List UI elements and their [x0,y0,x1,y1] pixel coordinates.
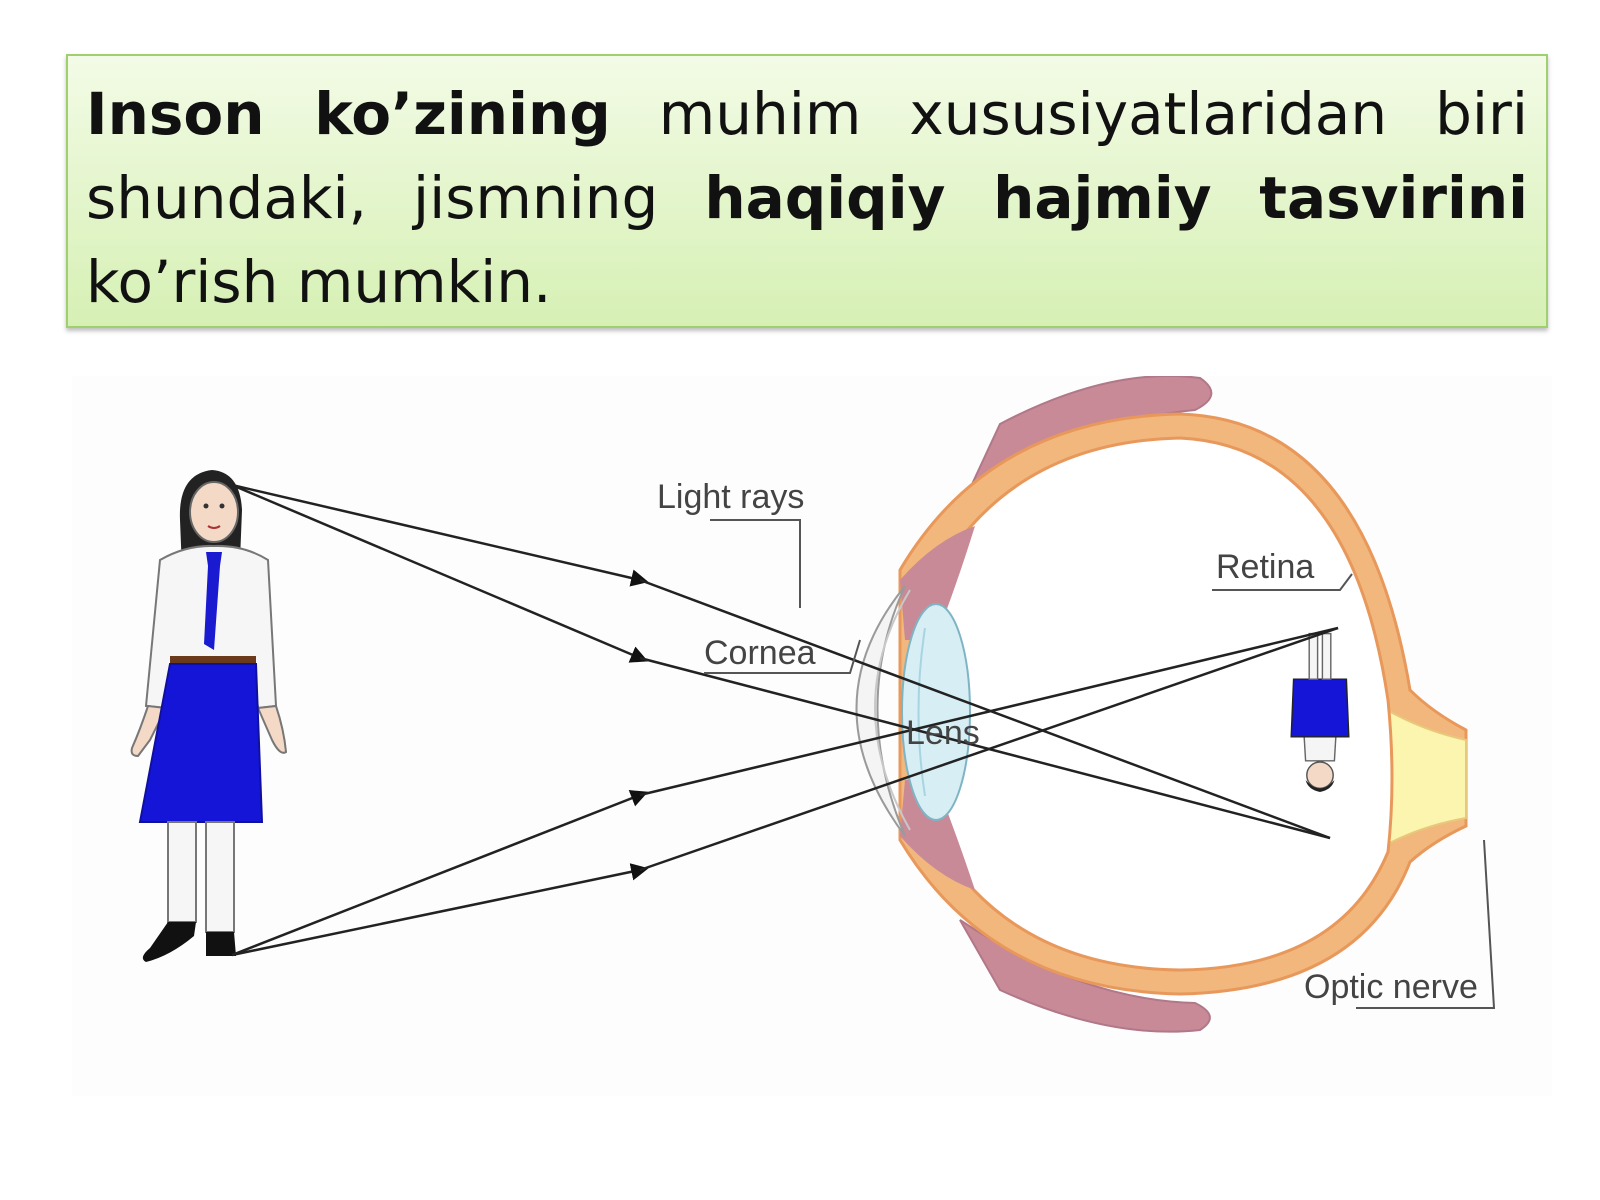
light-rays [231,483,1339,957]
girl-tie [204,552,222,650]
eye-diagram: Light rays Cornea Lens Retina Optic nerv… [72,376,1552,1096]
diagram-labels: Light rays Cornea Lens Retina Optic nerv… [657,478,1496,1009]
label-light-rays: Light rays [657,478,804,516]
cornea-shape [855,585,906,837]
girl-left-leg [167,821,197,923]
ray-top-lower-seg1 [231,483,649,663]
label-optic-nerve: Optic nerve [1304,968,1478,1006]
girl-left-shoe [142,922,196,962]
ray-top-lower-seg2 [639,656,1331,840]
cornea-inner-line [874,589,911,831]
vitreous-body [923,436,1394,972]
leader-optic-nerve [1356,839,1496,1009]
headline-text: Inson ko’zining muhim xususiyatlaridan b… [86,72,1528,324]
headline-box: Inson ko’zining muhim xususiyatlaridan b… [66,54,1548,328]
lens-highlight [917,627,926,797]
headline-bold-2: haqiqiy hajmiy tasvirini [704,164,1528,232]
leader-retina [1212,573,1353,591]
girl-left-arm [130,704,168,758]
label-retina: Retina [1216,548,1314,586]
eyeball [855,376,1468,1033]
ray-top-upper-seg1 [231,483,649,587]
leader-cornea [704,639,861,674]
girl-right-leg [205,821,235,933]
ray-bottom-lower-seg1 [231,863,649,957]
iris-lower [900,780,975,890]
inverted-image [1290,632,1350,792]
girl-right-shoe [206,932,236,956]
lens-shape [901,603,971,821]
headline-seg-4: ko’rish mumkin. [86,248,552,316]
eye-diagram-svg: Light rays Cornea Lens Retina Optic nerv… [130,376,1496,1033]
ray-top-upper-seg2 [639,578,1331,840]
headline-seg-2: muhim xususiyatlaridan biri shundaki, ji… [86,80,1528,232]
girl-face [189,481,239,543]
girl-figure [130,470,288,962]
girl-right-arm [256,704,288,754]
headline-bold-1: Inson ko’zining [86,80,611,148]
leader-light-rays [710,519,801,608]
ray-bottom-lower-seg2 [639,626,1339,872]
label-lens: Lens [906,714,980,752]
ray-bottom-upper-seg1 [231,790,649,957]
label-cornea: Cornea [704,634,816,672]
girl-belt [170,656,256,664]
iris-upper [900,526,975,640]
girl-skirt [138,663,264,823]
ray-bottom-upper-seg2 [639,626,1339,797]
